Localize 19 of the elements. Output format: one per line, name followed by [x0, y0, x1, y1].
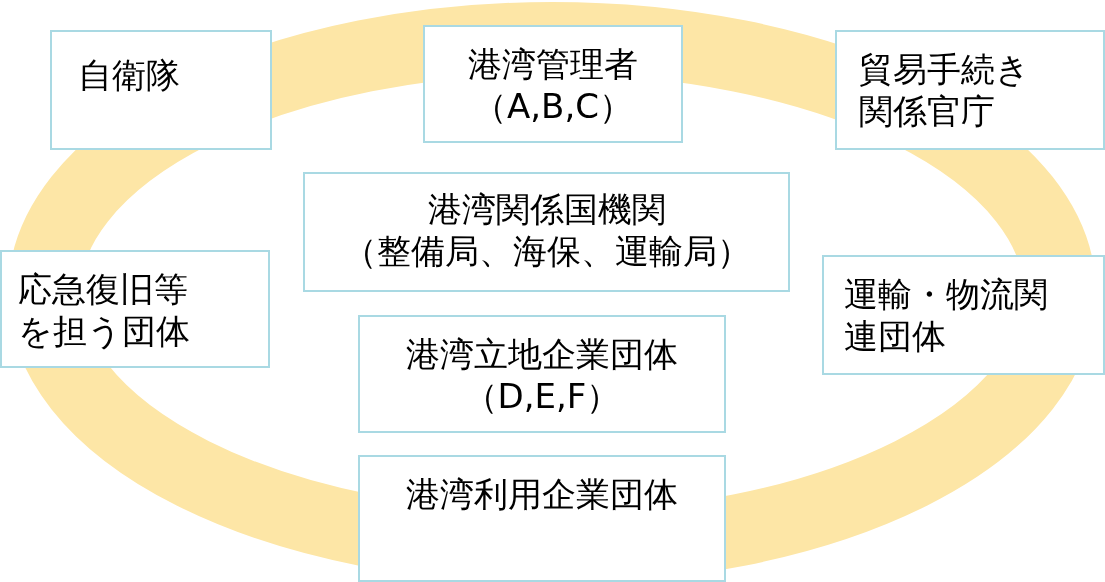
box-subtitle: （D,E,F）	[462, 375, 622, 417]
label-box	[835, 30, 1105, 150]
label-box	[303, 172, 790, 292]
box-title: 港湾関係国機関	[426, 188, 667, 230]
box-title: 貿易手続き関係官庁	[859, 48, 1031, 132]
label-box	[50, 30, 272, 150]
box-title: 港湾利用企業団体	[405, 473, 679, 515]
box-title: 運輸・物流関連団体	[844, 273, 1049, 357]
label-box	[358, 315, 726, 433]
label-box	[423, 25, 683, 143]
box-title: 自衛隊	[78, 54, 181, 96]
label-box	[0, 250, 270, 368]
box-subtitle: （整備局、海保、運輸局）	[341, 230, 752, 272]
label-box	[822, 255, 1105, 375]
box-title: 応急復旧等を担う団体	[18, 268, 191, 352]
label-box	[358, 455, 726, 582]
box-title: 港湾管理者	[467, 43, 639, 85]
box-title: 港湾立地企業団体	[405, 333, 679, 375]
box-subtitle: （A,B,C）	[472, 85, 634, 127]
